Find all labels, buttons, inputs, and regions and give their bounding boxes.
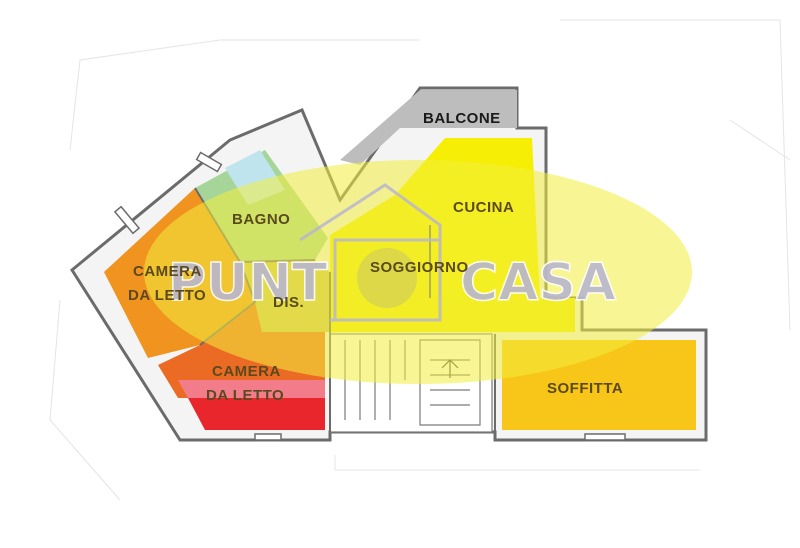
watermark-ellipse [144,160,692,384]
windows [113,151,626,441]
label-camera-2-line2: DA LETTO [206,387,284,404]
label-soffitta: SOFFITTA [547,380,623,397]
label-dis: DIS. [273,294,304,311]
house-logo-icon [299,183,442,322]
label-bagno: BAGNO [232,211,290,228]
red-strip [188,398,325,430]
room-balcone [340,90,517,165]
watermark-text-right: CASA [460,253,616,313]
label-camera-1-line2: DA LETTO [128,287,206,304]
watermark-text-left: PUNT [168,253,328,313]
label-camera-1-line1: CAMERA [133,263,202,280]
label-soggiorno: SOGGIORNO [370,259,469,276]
label-camera-2-line1: CAMERA [212,363,281,380]
label-cucina: CUCINA [453,199,514,216]
pink-strip [178,380,325,398]
background-sketch [49,19,791,501]
label-balcone: BALCONE [423,110,501,127]
